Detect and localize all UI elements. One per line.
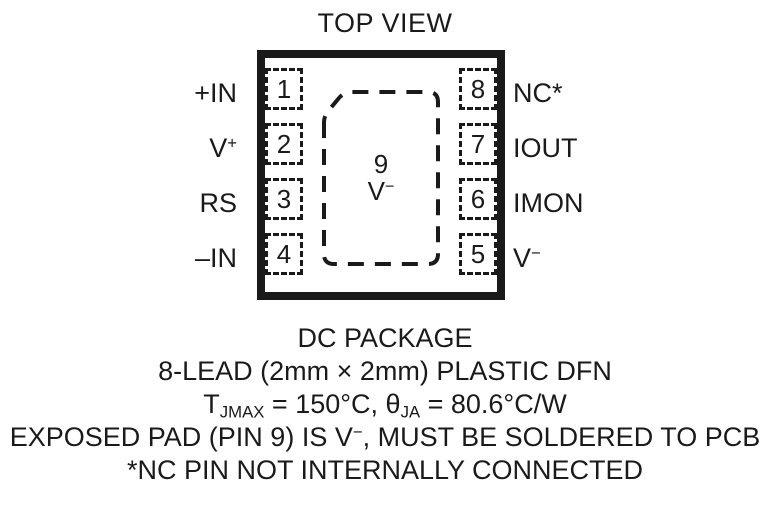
caption-nc-note: *NC PIN NOT INTERNALLY CONNECTED <box>126 455 644 485</box>
pin-number-3: 3 <box>276 184 292 214</box>
pin-number-5: 5 <box>470 239 486 269</box>
package-diagram: 1 2 3 4 8 7 6 5 9 V− <box>257 50 505 300</box>
pin-label-imon: IMON <box>513 188 584 218</box>
pin-label-minus-in: –IN <box>194 243 237 273</box>
exposed-pad-labels: 9 V− <box>320 88 442 268</box>
vplus-superscript: + <box>227 133 237 153</box>
pin-label-plus-in: +IN <box>194 78 237 108</box>
pin-label-rs: RS <box>199 188 237 218</box>
exposed-thermal-pad: 9 V− <box>320 88 442 268</box>
pin-number-7: 7 <box>470 129 486 159</box>
exposed-pad-net-superscript: − <box>384 177 395 196</box>
caption-exposed-pad-note: EXPOSED PAD (PIN 9) IS V−, MUST BE SOLDE… <box>9 422 761 452</box>
exposed-pad-number: 9 <box>373 148 389 179</box>
pin-label-nc: NC* <box>513 78 563 108</box>
pin-pad-1: 1 <box>265 68 303 110</box>
exposed-pad-note-superscript: − <box>352 422 363 442</box>
package-caption: DC PACKAGE 8-LEAD (2mm × 2mm) PLASTIC DF… <box>0 322 770 487</box>
pin-label-vplus: V+ <box>209 133 237 163</box>
pin-label-vminus: V− <box>513 243 541 273</box>
caption-lead-count: 8-LEAD (2mm × 2mm) PLASTIC DFN <box>158 356 612 386</box>
pin-pad-2: 2 <box>265 123 303 165</box>
theta-ja-subscript: JA <box>400 402 421 422</box>
exposed-pad-net: V− <box>367 176 395 206</box>
tjmax-subscript: JMAX <box>219 402 265 422</box>
left-pin-labels: +IN V+ RS –IN <box>0 50 247 300</box>
pin-pad-7: 7 <box>459 123 497 165</box>
caption-thermal-specs: TJMAX = 150°C, θJA = 80.6°C/W <box>203 389 567 422</box>
pin-number-1: 1 <box>276 74 292 104</box>
pin-pad-5: 5 <box>459 233 497 275</box>
pin-pad-4: 4 <box>265 233 303 275</box>
caption-package-name: DC PACKAGE <box>297 323 473 353</box>
pin-label-iout: IOUT <box>513 133 578 163</box>
vminus-superscript: − <box>531 243 541 263</box>
pin-pad-8: 8 <box>459 68 497 110</box>
page-title: TOP VIEW <box>317 8 453 38</box>
pin-number-6: 6 <box>470 184 486 214</box>
pin-pad-3: 3 <box>265 178 303 220</box>
pin-number-2: 2 <box>276 129 292 159</box>
pin-number-4: 4 <box>276 239 292 269</box>
pin-number-8: 8 <box>470 74 486 104</box>
right-pin-labels: NC* IOUT IMON V− <box>513 50 770 300</box>
pin-pad-6: 6 <box>459 178 497 220</box>
